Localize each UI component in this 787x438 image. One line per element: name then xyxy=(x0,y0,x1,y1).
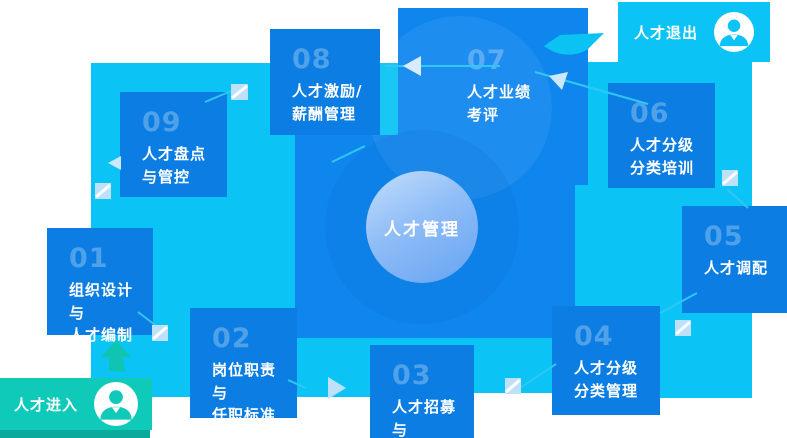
talent-entry-label: 人才进入 xyxy=(13,395,78,414)
center-label: 人才管理 xyxy=(384,219,460,240)
person-icon xyxy=(94,382,138,426)
step-label: 人才业绩 考评 xyxy=(467,83,532,124)
step-label: 人才盘点 与管控 xyxy=(142,145,207,186)
step-label: 人才分级 分类培训 xyxy=(630,136,695,177)
step-number: 05 xyxy=(704,221,744,252)
step-box-05: 05 人才调配 xyxy=(682,206,787,313)
step-number: 01 xyxy=(69,243,109,274)
halo-circle-top xyxy=(368,16,552,200)
person-icon xyxy=(714,12,754,52)
step-box-04: 04 人才分级 分类管理 xyxy=(552,306,660,415)
step-label: 岗位职责与 任职标准 xyxy=(212,361,277,424)
talent-exit-label: 人才退出 xyxy=(633,23,698,42)
step-box-06: 06 人才分级 分类培训 xyxy=(608,83,715,188)
step-label: 人才分级 分类管理 xyxy=(574,359,639,400)
step-label: 组织设计与 人才编制 xyxy=(69,281,134,344)
talent-entry-badge: 人才进入 xyxy=(0,378,152,430)
step-number: 08 xyxy=(292,44,332,75)
step-area-07: 07 人才业绩 考评 xyxy=(445,30,555,136)
step-label: 人才调配 xyxy=(704,259,769,277)
center-circle: 人才管理 xyxy=(366,171,478,283)
step-number: 04 xyxy=(574,321,614,352)
step-label: 人才激励/ 薪酬管理 xyxy=(292,82,363,123)
talent-exit-badge: 人才退出 xyxy=(618,2,770,62)
step-box-03: 03 人才招募与 甄别 xyxy=(370,345,474,438)
step-number: 07 xyxy=(467,45,507,76)
step-box-09: 09 人才盘点 与管控 xyxy=(120,92,227,197)
step-number: 03 xyxy=(392,360,432,391)
step-number: 06 xyxy=(630,98,670,129)
step-box-01: 01 组织设计与 人才编制 xyxy=(47,228,153,344)
step-number: 02 xyxy=(212,323,252,354)
talent-entry-badge-shadow xyxy=(0,430,150,438)
step-box-02: 02 岗位职责与 任职标准 xyxy=(190,308,297,424)
step-number: 09 xyxy=(142,107,182,138)
step-label: 人才招募与 甄别 xyxy=(392,398,457,438)
step-box-08: 08 人才激励/ 薪酬管理 xyxy=(270,29,380,135)
